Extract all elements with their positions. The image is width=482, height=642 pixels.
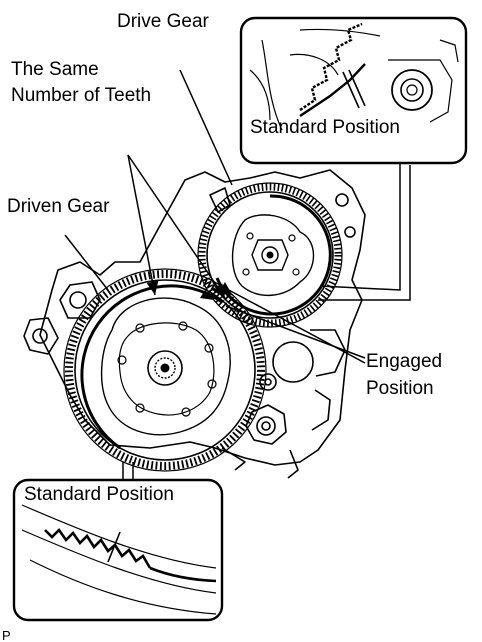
- standard-position-label-top: Standard Position: [250, 117, 400, 138]
- corner-mark-label: P: [2, 628, 11, 642]
- driven-gear: [63, 268, 267, 472]
- driven-gear-label: Driven Gear: [7, 196, 110, 217]
- drive-gear-label: Drive Gear: [117, 11, 209, 32]
- engaged-position-label-line2: Position: [366, 378, 434, 399]
- standard-position-label-bottom: Standard Position: [24, 484, 174, 505]
- same-teeth-label-line2: Number of Teeth: [11, 85, 152, 106]
- same-teeth-label-line1: The Same: [11, 59, 99, 80]
- detail-callout-bottom: [12, 478, 224, 622]
- drive-gear: [197, 182, 343, 328]
- leader-lines: [64, 69, 411, 540]
- detail-callout-top: [239, 16, 468, 165]
- engaged-position-label-line1: Engaged: [366, 351, 443, 372]
